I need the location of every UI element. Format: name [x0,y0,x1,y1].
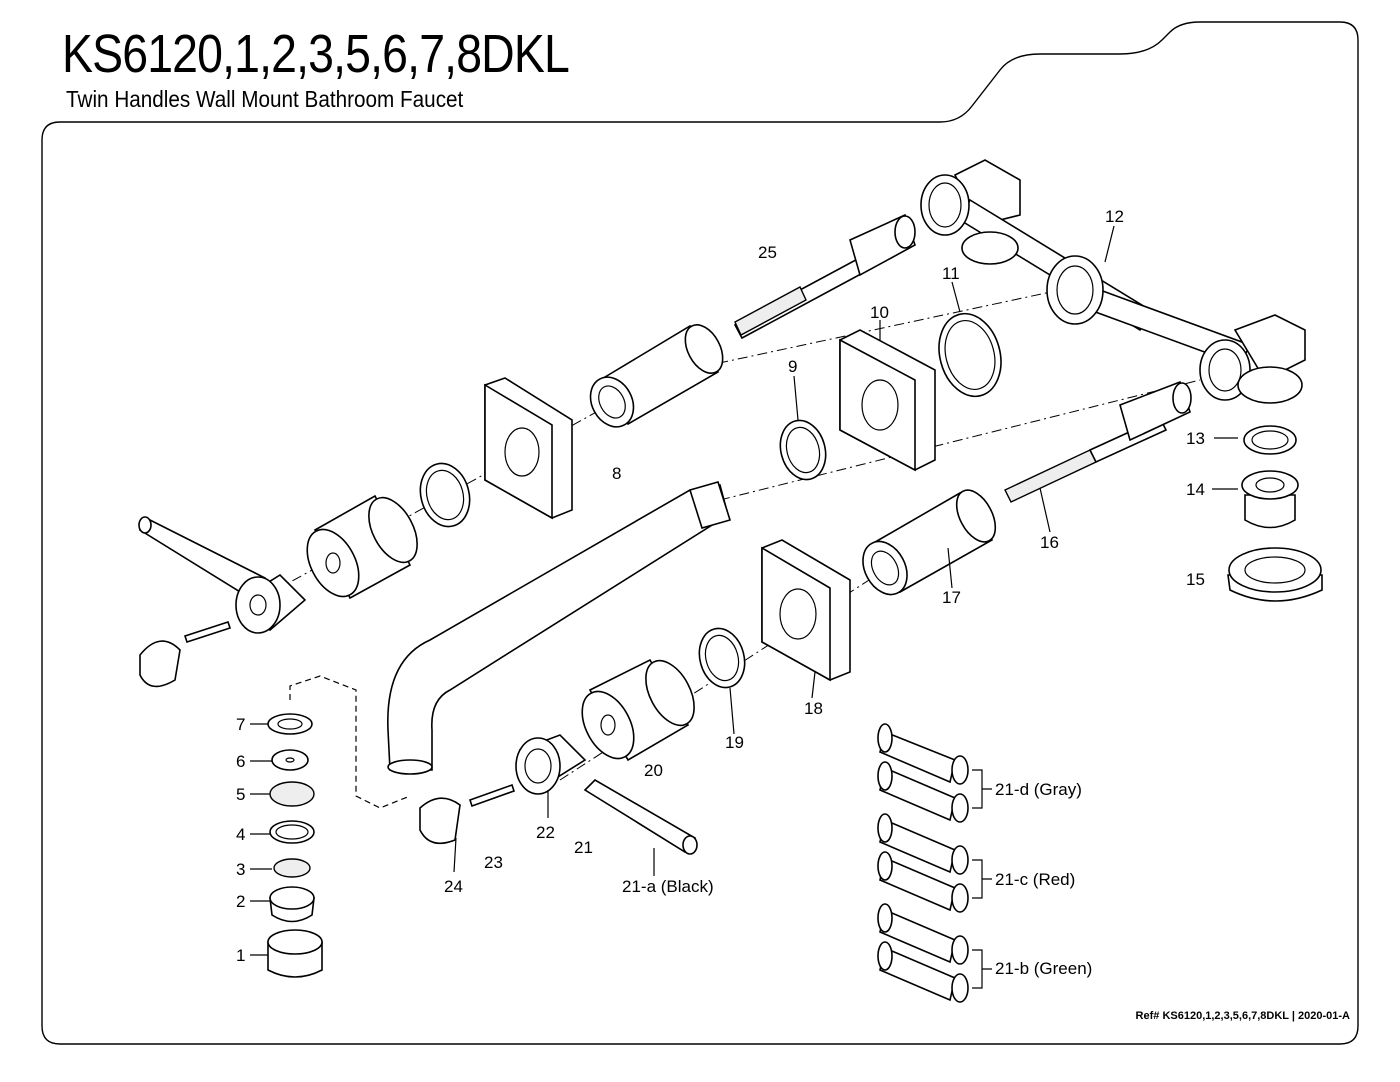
label-part-11: 11 [942,264,960,283]
left-handle-sleeve [306,494,418,600]
diagram-frame [41,21,1359,1045]
label-part-21a: 21-a (Black) [622,877,714,896]
left-flange [484,377,573,520]
label-part-13: 13 [1186,429,1205,448]
aerator-stack [267,713,323,978]
label-part-1: 1 [236,946,245,965]
label-part-4: 4 [236,825,245,844]
label-part-18: 18 [804,699,823,718]
cap-sets [877,723,992,1003]
label-part-17: 17 [942,588,961,607]
label-part-15: 15 [1186,570,1205,589]
reference-number: Ref# KS6120,1,2,3,5,6,7,8DKL | 2020-01-A [1135,1010,1350,1022]
label-part-21: 21 [574,838,593,857]
leader-lines [250,225,1238,956]
label-part-21c: 21-c (Red) [995,870,1075,889]
label-part-16: 16 [1040,533,1059,552]
spout [387,481,732,775]
label-part-14: 14 [1186,480,1205,499]
label-part-12: 12 [1105,207,1124,226]
cap-set-red [877,813,992,913]
label-part-5: 5 [236,785,245,804]
left-oring [419,462,471,528]
label-part-3: 3 [236,860,245,879]
part-13-washer [1243,425,1297,455]
label-part-2: 2 [236,892,245,911]
part-16-stem [1004,380,1192,503]
label-part-23: 23 [484,853,503,872]
label-part-9: 9 [788,357,797,376]
part-25-cartridge [733,213,916,340]
part-20-sleeve [581,658,695,762]
left-lever-handle [138,516,307,688]
lower-handle-assembly [419,734,698,855]
part-19-oring [698,627,746,689]
label-part-6: 6 [236,752,245,771]
label-part-22: 22 [536,823,555,842]
label-part-20: 20 [644,761,663,780]
part-number-labels: 25 12 11 10 9 8 13 14 15 16 17 18 19 20 … [236,207,1205,978]
label-part-8: 8 [612,464,621,483]
diagram-title: KS6120,1,2,3,5,6,7,8DKL [62,24,570,84]
label-part-7: 7 [236,715,245,734]
part-8-sleeve-upper [589,324,724,428]
diagram-subtitle: Twin Handles Wall Mount Bathroom Faucet [66,86,464,112]
label-part-25: 25 [758,243,777,262]
part-10-flange [839,329,936,472]
part-14-adapter [1241,470,1299,529]
part-17-cartridge-body [862,489,997,596]
label-part-21b: 21-b (Green) [995,959,1092,978]
part-15-nut [1227,547,1323,602]
part-9-oring [779,419,827,481]
label-part-10: 10 [870,303,889,322]
part-12-valve-body [920,159,1306,404]
label-part-24: 24 [444,877,463,896]
cap-set-green [877,903,992,1003]
label-part-19: 19 [725,733,744,752]
label-part-21d: 21-d (Gray) [995,780,1082,799]
part-11-oring [938,312,1002,398]
cap-set-gray [877,723,992,823]
part-18-flange [761,539,851,682]
